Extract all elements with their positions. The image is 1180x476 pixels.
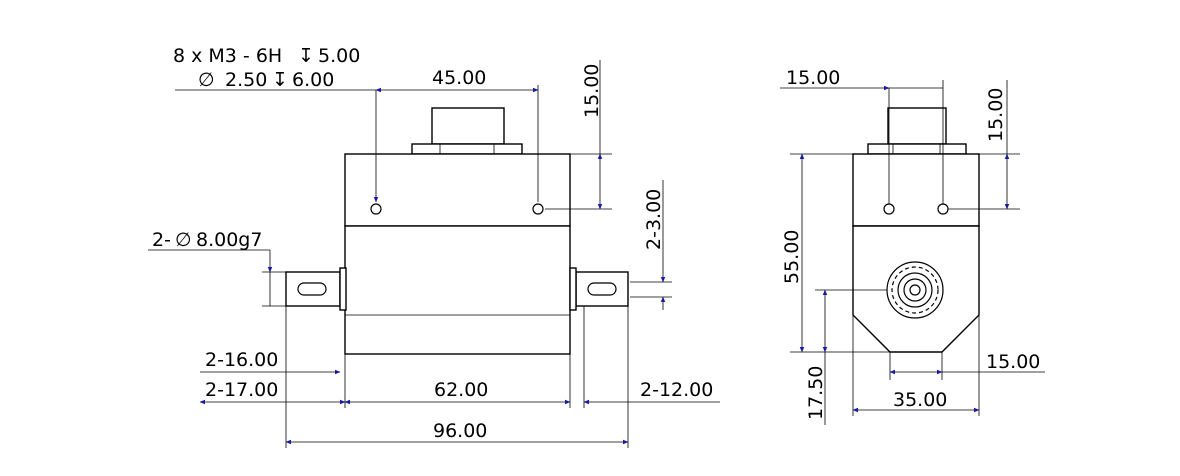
shaft-outer-label: 2-17.00: [205, 379, 278, 401]
mount-hole-right: [532, 203, 544, 215]
dimension-labels: 8 x M3 - 6H ↧ 5.00 ∅ 2.50 ↧ 6.00 45.00 1…: [152, 45, 1040, 442]
diameter-symbol-3: ∅: [175, 229, 192, 251]
keyway-right: [587, 282, 617, 296]
housing-upper: [344, 153, 571, 227]
side-housing-lower: [852, 225, 980, 353]
hole-offset-label: 2-3.00: [643, 189, 665, 250]
shaft-right: [575, 271, 629, 307]
side-connector-width-label: 15.00: [786, 67, 840, 89]
shaft-right-label: 2-12.00: [640, 379, 713, 401]
shaft-diameter-label: 8.00g7: [196, 229, 262, 251]
shaft-left: [285, 271, 341, 307]
thread-depth: 5.00: [318, 45, 360, 67]
housing-lower: [344, 225, 571, 355]
depth-symbol: ↧: [298, 45, 314, 67]
body-length-label: 62.00: [434, 379, 488, 401]
front-view: [148, 60, 720, 448]
diameter-symbol: ∅: [198, 69, 215, 91]
mount-hole-left: [370, 203, 382, 215]
side-connector: [887, 107, 947, 145]
depth-symbol-2: ↧: [272, 69, 288, 91]
connector-height-label: 15.00: [581, 64, 603, 118]
hole-spacing-label: 45.00: [432, 67, 486, 89]
connector-flange: [411, 143, 523, 155]
connector-top: [431, 107, 505, 145]
side-connector-height-label: 15.00: [985, 88, 1007, 142]
shaft-inner-label: 2-16.00: [205, 349, 278, 371]
side-base-offset-label: 15.00: [986, 351, 1040, 373]
side-center-height-label: 17.50: [805, 366, 827, 420]
side-housing-upper: [852, 153, 980, 227]
keyway-left: [297, 282, 327, 296]
side-view: [780, 80, 1045, 425]
overall-length-label: 96.00: [433, 420, 487, 442]
side-body-height-label: 55.00: [781, 230, 803, 284]
thread-callout: 8 x M3 - 6H: [173, 45, 282, 67]
side-base-width-label: 35.00: [893, 389, 947, 411]
drill-callout: 2.50: [225, 69, 267, 91]
shaft-callout-prefix: 2-: [152, 229, 171, 251]
drill-depth: 6.00: [292, 69, 334, 91]
